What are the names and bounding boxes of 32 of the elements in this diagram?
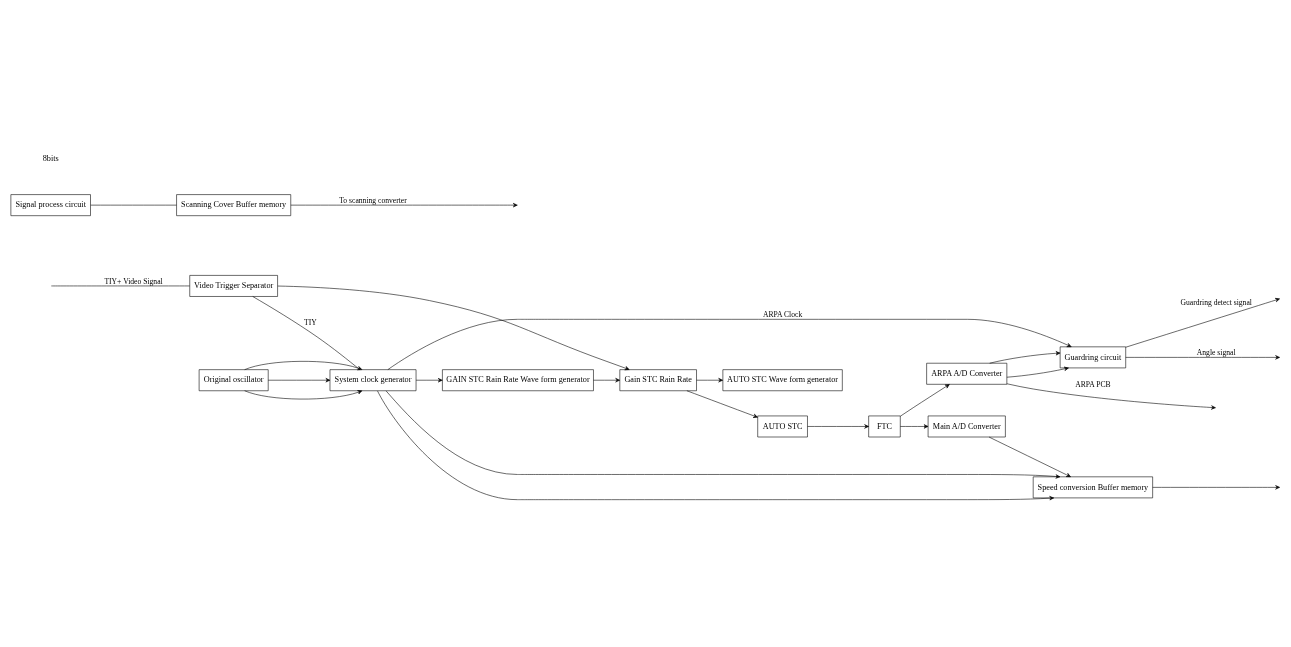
arrow — [277, 285, 630, 370]
arrow — [415, 377, 443, 382]
arrow — [900, 423, 929, 429]
arrow — [807, 423, 869, 429]
node-box: FTC — [868, 415, 901, 437]
arrow — [989, 350, 1061, 364]
node-box: Original oscillator — [198, 368, 269, 391]
arrow — [988, 436, 1071, 477]
connector — [252, 295, 361, 370]
node-box: Scanning Cover Buffer memory — [176, 193, 292, 216]
arrow — [1006, 366, 1069, 378]
arrow — [593, 377, 620, 382]
arrow — [244, 389, 363, 399]
node-box: AUTO STC Wave form generator — [722, 368, 843, 391]
arrow — [244, 360, 363, 370]
node-box: AUTO STC — [757, 415, 808, 437]
arrow — [900, 383, 950, 416]
arrow — [696, 377, 723, 382]
node-box: Gain STC Rain Rate — [619, 368, 697, 391]
arrow — [387, 318, 1072, 370]
arrow — [385, 390, 1061, 479]
label: 8bits — [42, 153, 59, 163]
node-box: Signal process circuit — [10, 193, 91, 216]
arrow — [267, 377, 331, 382]
node-box: ARPA A/D Converter — [926, 362, 1008, 385]
arrow — [377, 390, 1055, 500]
node-box: GAIN STC Rain Rate Wave form generator — [442, 368, 594, 391]
node-box: Guardring circuit — [1059, 346, 1126, 368]
node-box: System clock generator — [329, 368, 417, 391]
arrow — [686, 389, 758, 418]
node-box: Video Trigger Separator — [189, 274, 278, 297]
node-box: Main A/D Converter — [927, 415, 1006, 437]
